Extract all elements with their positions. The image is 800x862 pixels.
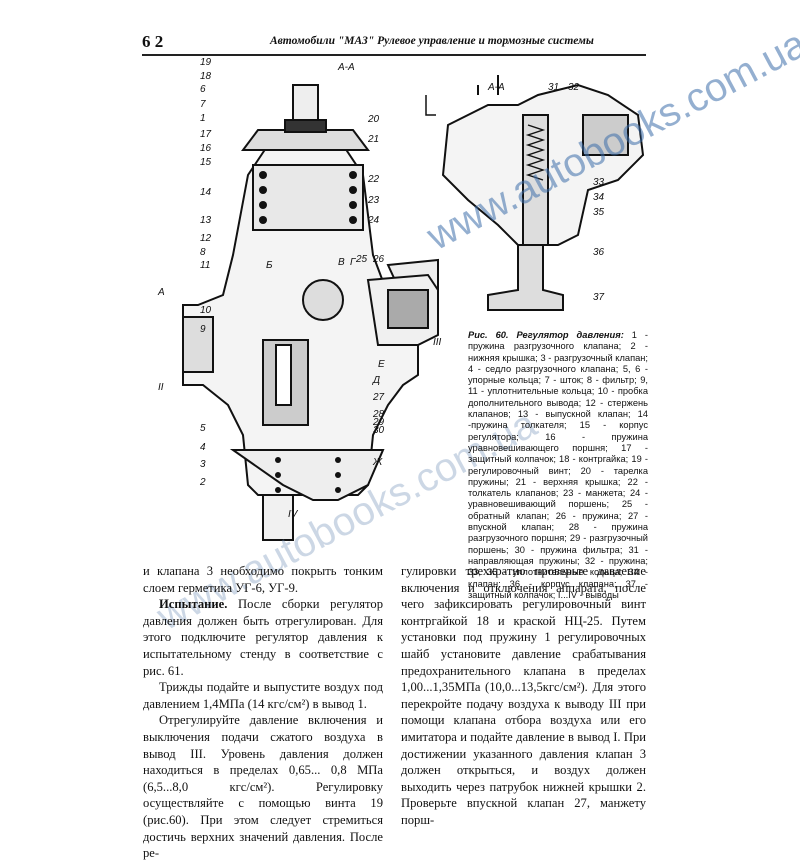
svg-text:30: 30 [373, 425, 385, 436]
svg-text:19: 19 [200, 57, 212, 68]
svg-text:21: 21 [367, 134, 379, 145]
paragraph: и клапана 3 необходимо покрыть тонким сл… [143, 564, 383, 595]
svg-text:34: 34 [593, 192, 605, 203]
svg-text:7: 7 [200, 99, 206, 110]
svg-text:В: В [338, 257, 345, 268]
svg-text:17: 17 [200, 129, 212, 140]
svg-text:29: 29 [372, 417, 385, 428]
svg-text:4: 4 [200, 442, 206, 453]
svg-text:11: 11 [200, 260, 210, 271]
paragraph: Испытание. После сборки регулятор давлен… [143, 596, 383, 679]
svg-text:24: 24 [367, 215, 380, 226]
paragraph-text: После сборки регулятор давления должен б… [143, 597, 383, 678]
paragraph-heading: Испытание. [159, 597, 228, 612]
svg-text:Д: Д [372, 375, 380, 386]
header-rule [142, 54, 646, 56]
svg-text:6: 6 [200, 84, 206, 95]
svg-text:12: 12 [200, 233, 212, 244]
svg-text:15: 15 [200, 157, 212, 168]
svg-text:9: 9 [200, 324, 206, 335]
svg-text:20: 20 [367, 114, 380, 125]
paragraph: Трижды подайте и выпустите воздух под да… [143, 680, 383, 711]
paragraph: Отрегулируйте давление включения и выклю… [143, 713, 383, 861]
svg-text:Г: Г [350, 257, 357, 268]
svg-text:36: 36 [593, 247, 605, 258]
svg-text:1: 1 [200, 113, 206, 124]
svg-text:23: 23 [367, 195, 380, 206]
svg-text:18: 18 [200, 71, 212, 82]
svg-text:25: 25 [355, 254, 368, 265]
caption-text: 1 - пружина разгрузочного клапана; 2 - н… [468, 330, 648, 600]
svg-text:Е: Е [378, 359, 385, 370]
svg-text:5: 5 [200, 423, 206, 434]
caption-title: Рис. 60. Регулятор давления: [468, 330, 624, 340]
svg-text:33: 33 [593, 177, 605, 188]
svg-text:IV: IV [288, 509, 299, 520]
svg-text:13: 13 [200, 215, 212, 226]
svg-text:16: 16 [200, 143, 212, 154]
svg-text:8: 8 [200, 247, 206, 258]
svg-text:А-А: А-А [487, 82, 505, 93]
svg-text:26: 26 [372, 254, 385, 265]
svg-text:2: 2 [199, 477, 206, 488]
figure-caption: Рис. 60. Регулятор давления: 1 - пружина… [468, 330, 648, 601]
right-column: гулировки трехкратно проверьте давление … [401, 563, 646, 829]
page-number: 6 2 [142, 32, 164, 51]
running-header: Автомобили "МАЗ" Рулевое управление и то… [270, 35, 594, 47]
svg-text:3: 3 [200, 459, 206, 470]
paragraph: гулировки трехкратно проверьте давление … [401, 564, 646, 827]
left-column: и клапана 3 необходимо покрыть тонким сл… [143, 563, 383, 862]
svg-text:32: 32 [568, 82, 580, 93]
svg-text:22: 22 [367, 174, 380, 185]
svg-text:Ж: Ж [372, 457, 383, 468]
svg-text:II: II [158, 382, 164, 393]
svg-text:III: III [433, 337, 442, 348]
svg-text:28: 28 [372, 409, 385, 420]
svg-text:А: А [157, 287, 165, 298]
svg-text:31: 31 [548, 82, 559, 93]
svg-text:10: 10 [200, 305, 212, 316]
svg-text:Б: Б [266, 260, 273, 271]
svg-text:37: 37 [593, 292, 605, 303]
section-label: А-А [337, 62, 355, 73]
svg-text:14: 14 [200, 187, 212, 198]
svg-text:27: 27 [372, 392, 385, 403]
svg-text:35: 35 [593, 207, 605, 218]
